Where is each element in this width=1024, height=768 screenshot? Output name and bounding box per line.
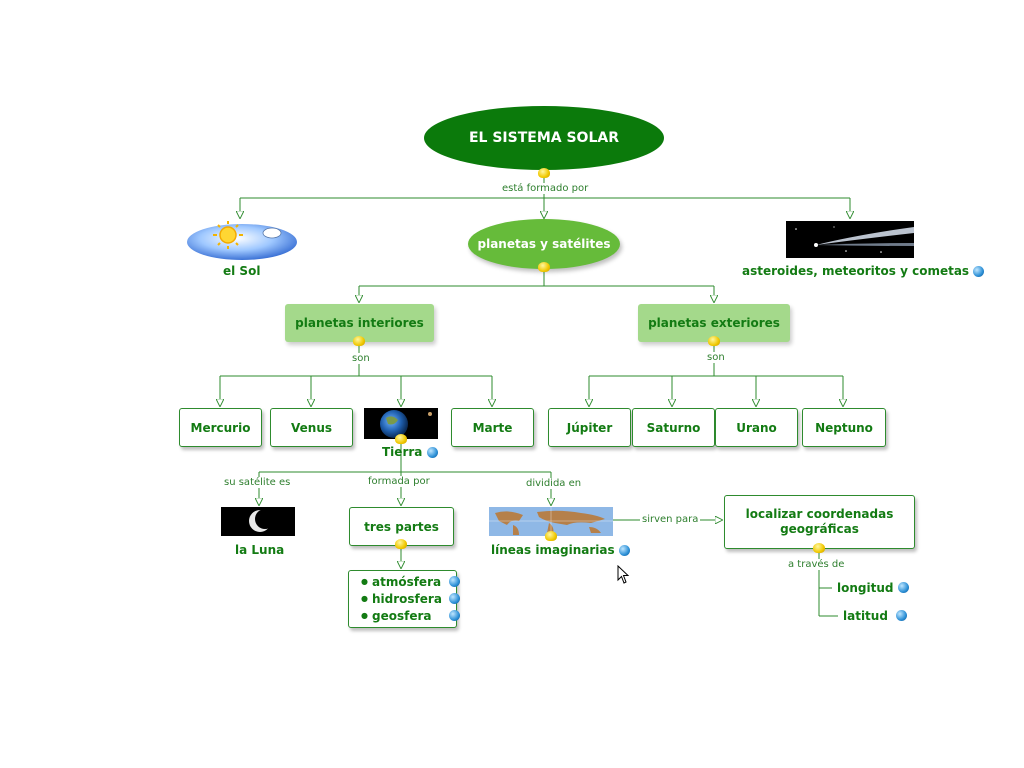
- list-item-atmosfera[interactable]: atmósfera: [361, 575, 441, 589]
- resource-globe-icon[interactable]: [973, 266, 985, 277]
- node-localizar-coordenadas[interactable]: localizar coordenadas geográficas: [724, 495, 915, 549]
- resource-globe-icon[interactable]: [426, 447, 438, 458]
- sun-image[interactable]: [186, 218, 298, 262]
- node-tierra[interactable]: Tierra: [382, 445, 438, 459]
- node-jupiter[interactable]: Júpiter: [548, 408, 631, 447]
- node-la-luna[interactable]: la Luna: [235, 543, 285, 557]
- link-label-divided: dividida en: [524, 478, 584, 489]
- node-lineas-imaginarias-label: líneas imaginarias: [491, 543, 615, 557]
- root-node-el-sistema-solar[interactable]: EL SISTEMA SOLAR: [424, 106, 664, 170]
- link-label-son-left: son: [350, 353, 372, 364]
- world-map-image[interactable]: [489, 507, 613, 536]
- node-tres-partes[interactable]: tres partes: [349, 507, 454, 546]
- connector-knob-icon[interactable]: [538, 262, 550, 272]
- link-label-formed-by-2: formada por: [366, 476, 432, 487]
- node-planetas-interiores[interactable]: planetas interiores: [285, 304, 434, 342]
- node-asteroides[interactable]: asteroides, meteoritos y cometas: [742, 264, 985, 278]
- parts-list: atmósfera hidrosfera geosfera: [348, 570, 457, 628]
- connector-knob-icon[interactable]: [353, 336, 365, 346]
- node-el-sol[interactable]: el Sol: [223, 264, 261, 278]
- resource-globe-icon[interactable]: [618, 545, 630, 556]
- resource-globe-icon[interactable]: [898, 582, 909, 593]
- list-item-hidrosfera[interactable]: hidrosfera: [361, 592, 442, 606]
- connector-knob-icon[interactable]: [708, 336, 720, 346]
- node-planetas-exteriores[interactable]: planetas exteriores: [638, 304, 790, 342]
- resource-globe-icon[interactable]: [896, 610, 907, 621]
- node-saturno[interactable]: Saturno: [632, 408, 715, 447]
- node-tierra-label: Tierra: [382, 445, 423, 459]
- node-longitud[interactable]: longitud: [837, 581, 894, 595]
- connector-knob-icon[interactable]: [395, 539, 407, 549]
- node-latitud[interactable]: latitud: [843, 609, 888, 623]
- link-label-serve-for: sirven para: [640, 514, 701, 525]
- resource-globe-icon[interactable]: [449, 576, 460, 587]
- node-venus[interactable]: Venus: [270, 408, 353, 447]
- node-neptuno[interactable]: Neptuno: [802, 408, 886, 447]
- connector-knob-icon[interactable]: [395, 434, 407, 444]
- list-item-geosfera[interactable]: geosfera: [361, 609, 432, 623]
- link-label-formed-by: está formado por: [500, 183, 591, 194]
- node-planetas-y-satelites[interactable]: planetas y satélites: [468, 219, 620, 269]
- link-label-through: a través de: [786, 559, 847, 570]
- node-urano[interactable]: Urano: [715, 408, 798, 447]
- connector-knob-icon[interactable]: [538, 168, 550, 178]
- moon-image[interactable]: [221, 507, 295, 536]
- link-label-son-right: son: [705, 352, 727, 363]
- connector-knob-icon[interactable]: [813, 543, 825, 553]
- node-lineas-imaginarias[interactable]: líneas imaginarias: [491, 543, 630, 557]
- node-mercurio[interactable]: Mercurio: [179, 408, 262, 447]
- resource-globe-icon[interactable]: [449, 593, 460, 604]
- earth-image[interactable]: [364, 408, 438, 439]
- comet-image[interactable]: [786, 221, 914, 258]
- node-marte[interactable]: Marte: [451, 408, 534, 447]
- resource-globe-icon[interactable]: [449, 610, 460, 621]
- mouse-pointer-icon: [617, 565, 630, 584]
- link-label-satellite: su satélite es: [222, 477, 293, 488]
- node-asteroides-label: asteroides, meteoritos y cometas: [742, 264, 970, 278]
- connector-knob-icon[interactable]: [545, 531, 557, 541]
